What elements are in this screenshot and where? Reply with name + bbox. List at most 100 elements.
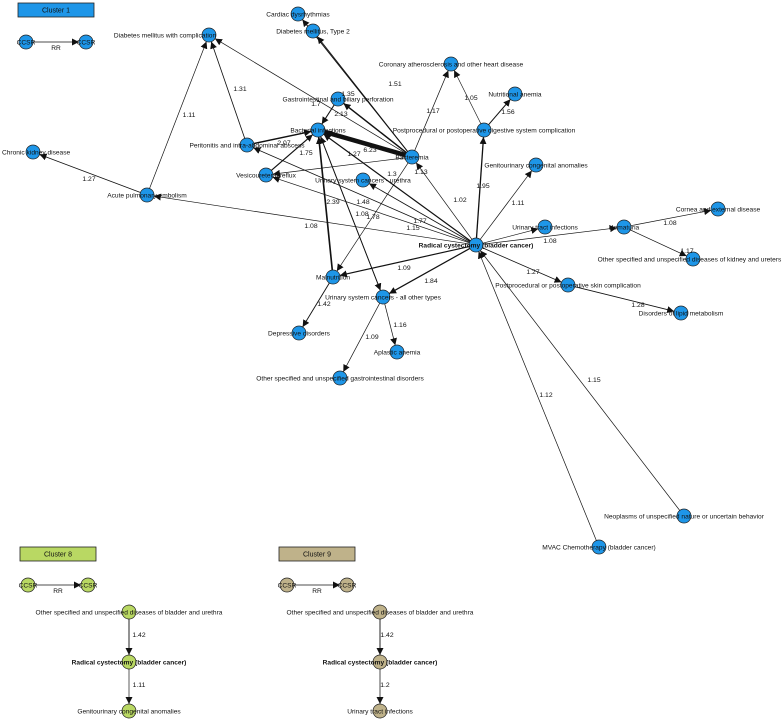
edge-cystectomy-to-uti [482,227,539,244]
edge-rr-label: 1.08 [355,211,368,218]
legend-node-label: CCSR [338,582,357,589]
edge-malnutrition-to-depressive [302,282,330,328]
edge-bacteremia-to-cardiac [301,19,409,152]
node-neoplasms[interactable] [676,508,692,524]
edge-rr-label: 1.42 [132,632,145,639]
edge-peritonitis-to-bacterial [253,129,312,145]
node-postproc_skin[interactable] [560,277,576,293]
node-label-bacterial: Bacterial infections [290,127,346,134]
edge-cystectomy-to-pulmonary [153,193,470,245]
node-nutritional[interactable] [507,86,523,102]
node-label-other_kidney: Other specified and unspecified diseases… [598,256,782,263]
edge-cystectomy-to-bacteremia [415,162,473,240]
cluster-title-box [278,546,356,562]
edge-rr-label: 1.75 [299,150,312,157]
edge-rr-label: 1.35 [341,91,354,98]
edge-rr-label: 1.84 [424,278,437,285]
node-bacterial[interactable] [310,122,326,138]
node-label-lipid: Disorders of lipid metabolism [639,310,724,317]
node-c9_bladder[interactable] [372,604,388,620]
node-mvac[interactable] [591,539,607,555]
edge-rr-label: 1.09 [397,265,410,272]
node-vesicoureteral[interactable] [258,167,274,183]
cluster-title: Cluster 9 [303,552,331,559]
node-uro_urethra[interactable] [355,172,371,188]
node-postproc_digestive[interactable] [476,122,492,138]
edge-rr-label: 2.07 [277,140,290,147]
node-genito_congenital[interactable] [528,157,544,173]
edge-cystectomy-to-genito_congenital [479,170,533,240]
node-c8_bladder[interactable] [121,604,137,620]
legend-node-label: CCSR [17,39,36,46]
edge-rr-label: 1.28 [631,302,644,309]
node-pulmonary[interactable] [139,187,155,203]
legend-node [18,34,34,50]
node-c9_uti[interactable] [372,703,388,719]
legend-node [80,577,96,593]
node-label-chronic_kidney: Chronic kidney disease [2,149,71,156]
cluster-title: Cluster 1 [42,8,70,15]
legend-edge-label: RR [51,45,61,52]
node-label-neoplasms: Neoplasms of unspecified nature or uncer… [604,513,765,520]
edge-peritonitis-to-diabetes_comp [210,41,246,139]
node-other_kidney[interactable] [685,251,701,267]
edge-bacteremia-to-gi_biliary [343,102,407,154]
node-aplastic[interactable] [389,344,405,360]
node-other_gi[interactable] [332,370,348,386]
node-lipid[interactable] [673,305,689,321]
edge-cystectomy-to-hematuria [482,225,618,245]
node-cystectomy[interactable] [468,237,484,253]
node-label-bacteremia: Bacteremia [395,154,429,161]
node-uti[interactable] [537,219,553,235]
edge-rr-label: 1.11 [133,682,146,689]
node-c8_cystectomy[interactable] [121,654,137,670]
node-diabetes_t2[interactable] [305,23,321,39]
node-label-depressive: Depressive disorders [268,330,331,337]
node-label-other_gi: Other specified and unspecified gastroin… [256,375,424,382]
edge-neoplasms-to-cystectomy [479,250,681,511]
edge-cystectomy-to-bacterial [323,133,471,242]
edge-rr-label: 1.08 [543,238,556,245]
node-label-vesicoureteral: Vesicoureteral reflux [236,172,296,179]
node-label-pulmonary: Acute pulmonary embolism [107,192,187,199]
node-cornea[interactable] [710,201,726,217]
node-malnutrition[interactable] [325,269,341,285]
edge-rr-label: 1.16 [393,322,406,329]
node-c9_cystectomy[interactable] [372,654,388,670]
node-label-c8_genito: Genitourinary congenital anomalies [77,708,181,715]
node-peritonitis[interactable] [239,137,255,153]
node-chronic_kidney[interactable] [25,144,41,160]
node-label-coronary: Coronary atherosclerosis and other heart… [379,61,524,68]
node-bacteremia[interactable] [404,149,420,165]
edge-rr-label: 1.77 [413,218,426,225]
edge-rr-label: 1.12 [539,392,552,399]
node-depressive[interactable] [291,325,307,341]
edge-rr-label: 1.42 [380,632,393,639]
edge-rr-label: 1.15 [406,225,419,232]
node-label-uro_urethra: Urinary system cancers - urethra [315,177,411,184]
node-c8_genito[interactable] [121,703,137,719]
edge-bacteremia-to-coronary [414,70,449,151]
node-uro_other[interactable] [375,289,391,305]
edge-gi_biliary-to-bacterial [321,104,335,125]
edge-pulmonary-to-chronic_kidney [39,153,141,193]
edge-bacteremia-to-vesicoureteral [272,157,406,177]
node-diabetes_comp[interactable] [201,27,217,43]
node-cardiac[interactable] [290,6,306,22]
edge-rr-label: 1.7 [311,101,321,108]
node-gi_biliary[interactable] [330,91,346,107]
node-label-c9_uti: Urinary tract infections [347,708,413,715]
node-hematuria[interactable] [616,219,632,235]
node-coronary[interactable] [443,56,459,72]
edge-rr-label: 1.56 [501,109,514,116]
edge-cystectomy-to-postproc_digestive [475,136,487,239]
edge-postproc_skin-to-lipid [574,286,675,314]
node-label-gi_biliary: Gastrointestinal and biliary perforation [282,96,393,103]
edge-rr-label: 1.48 [356,199,369,206]
node-label-c8_cystectomy: Radical cystectomy (bladder cancer) [72,659,187,666]
edge-cystectomy-to-uro_urethra [368,183,471,242]
edge-malnutrition-to-bacterial [315,136,334,271]
node-label-uti: Urinary tract infections [512,224,578,231]
edge-rr-label: 1.11 [183,112,196,119]
